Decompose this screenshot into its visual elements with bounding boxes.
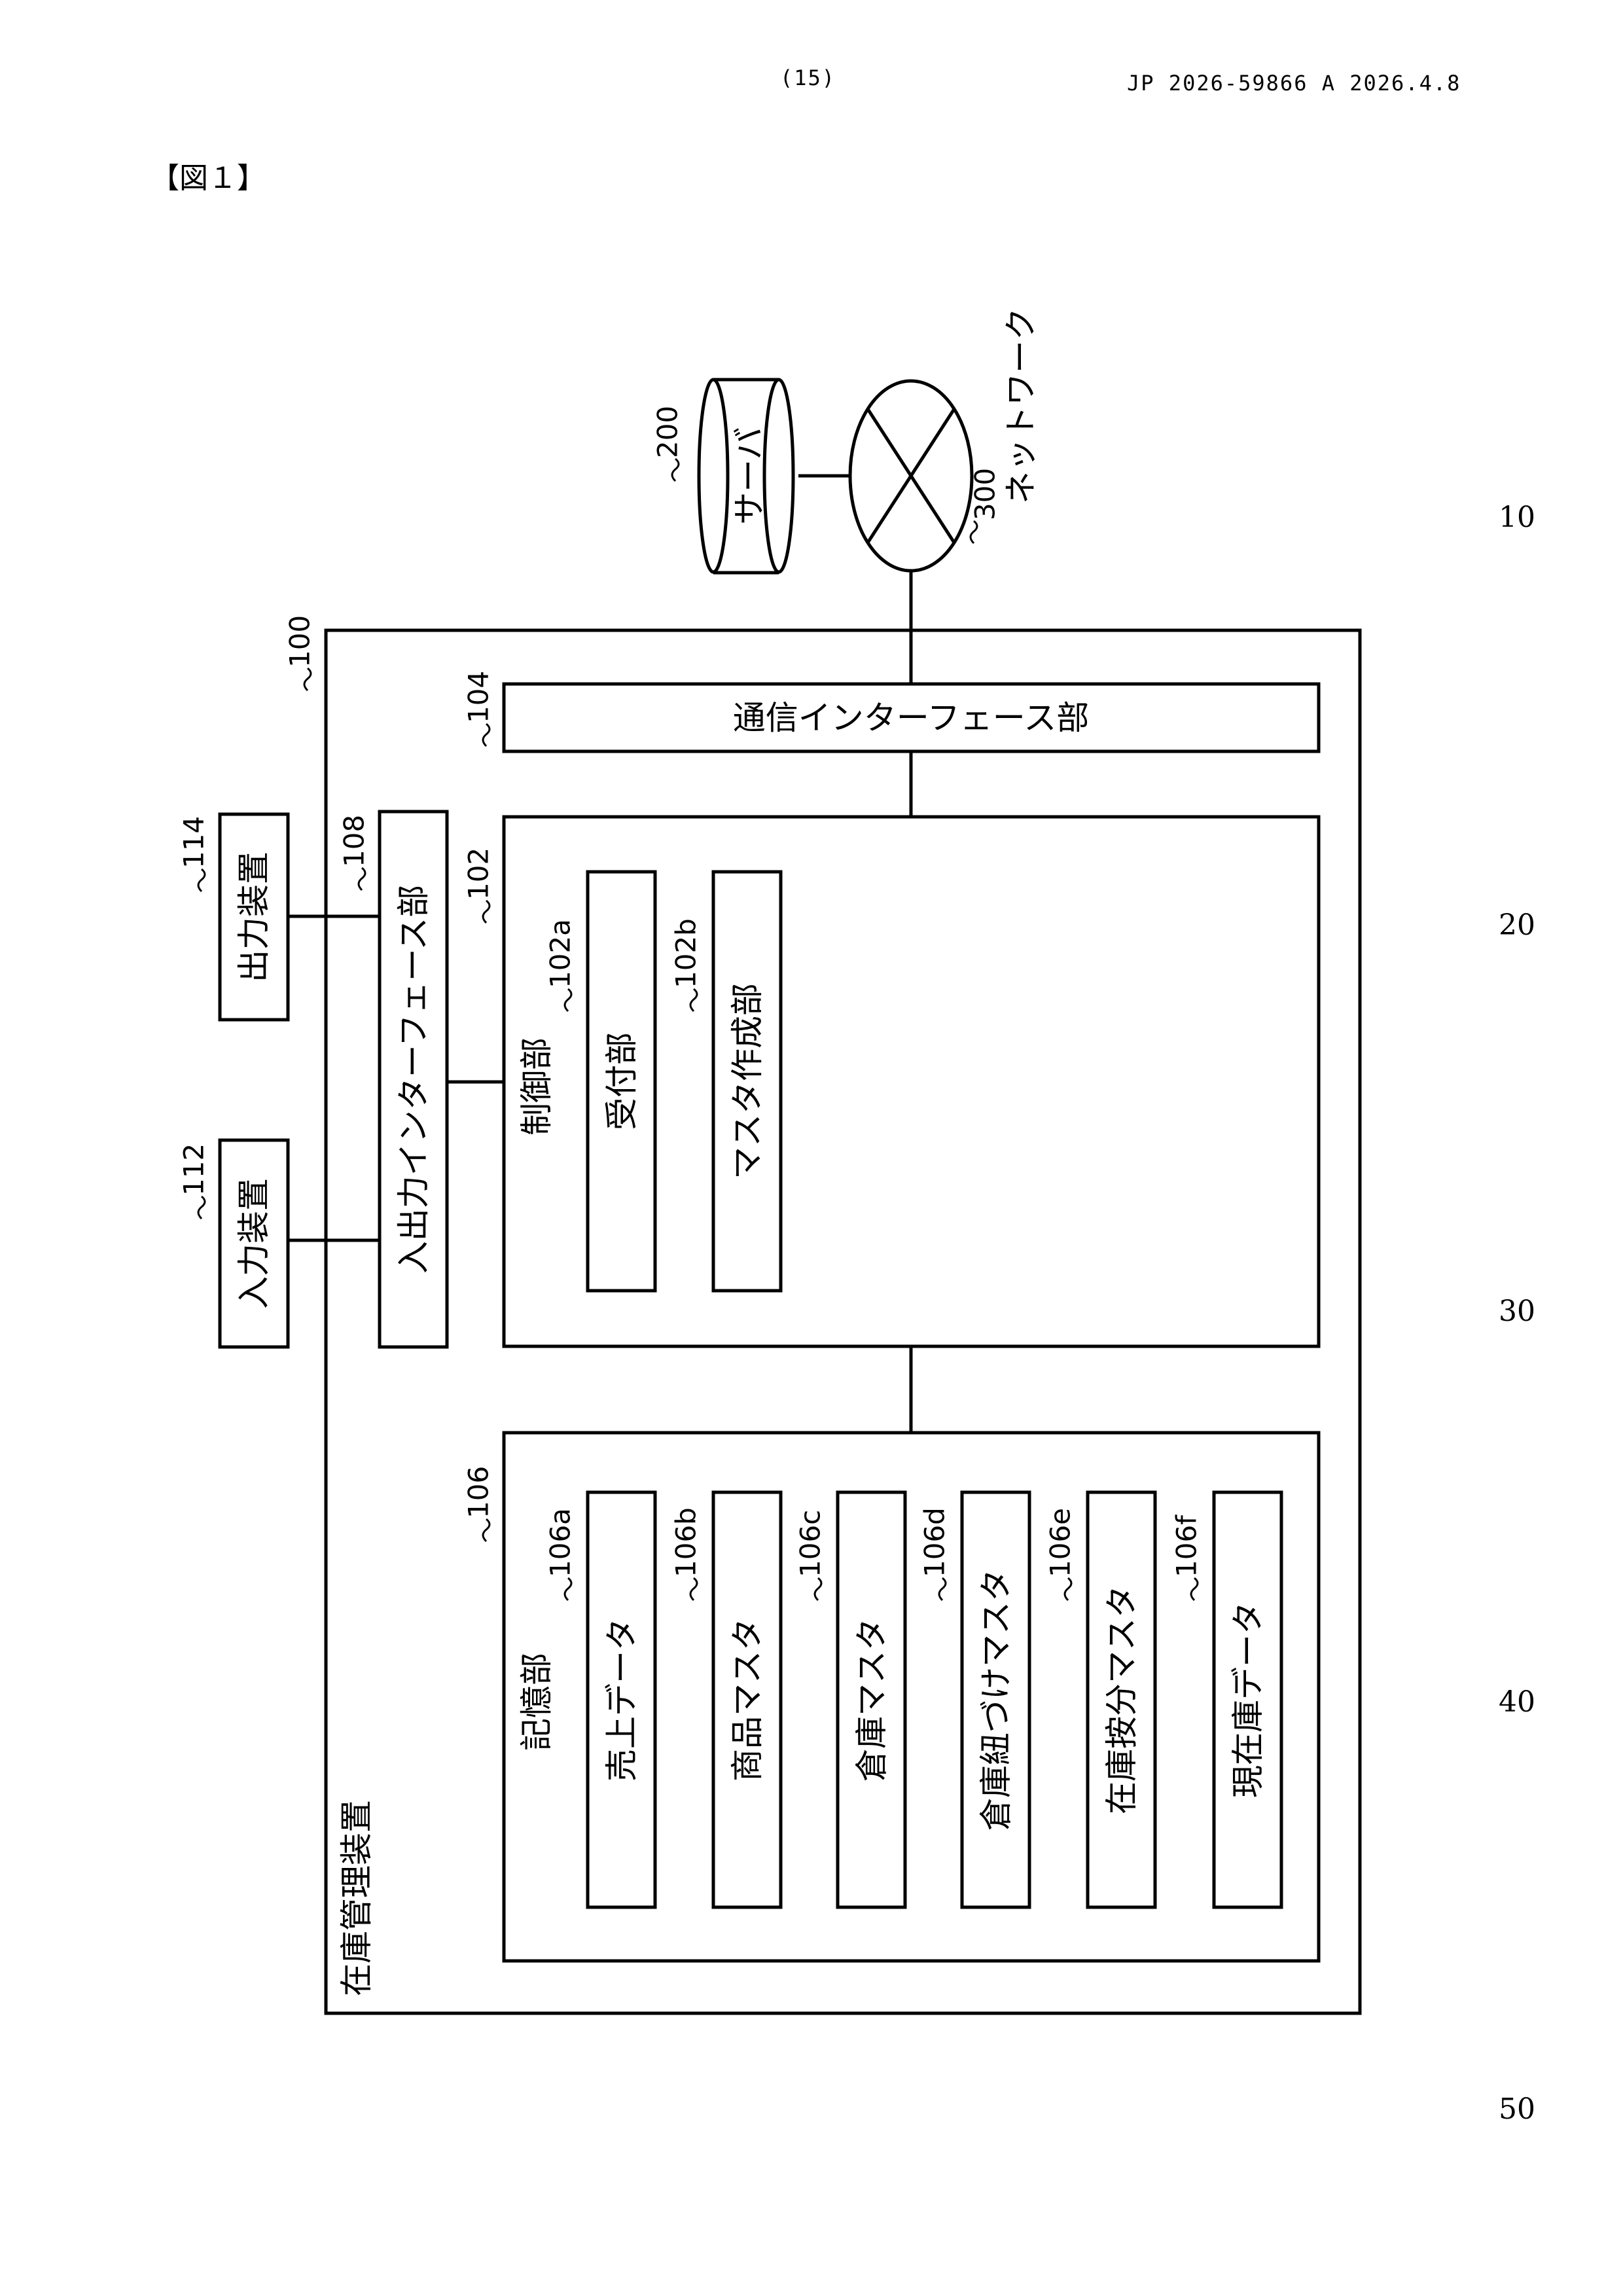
leader-102a xyxy=(565,989,571,1011)
leader-106c xyxy=(815,1578,821,1600)
sales-data-label: 売上データ xyxy=(603,1618,641,1782)
device-box xyxy=(326,630,1360,2013)
ref-112: 112 xyxy=(178,1143,210,1196)
output-device-label: 出力装置 xyxy=(235,852,273,982)
ref-108: 108 xyxy=(338,815,370,867)
reception-unit-label: 受付部 xyxy=(603,1032,641,1130)
leader-106 xyxy=(483,1519,490,1541)
ref-104: 104 xyxy=(463,671,495,723)
input-device-label: 入力装置 xyxy=(235,1178,273,1309)
ref-106: 106 xyxy=(463,1466,495,1518)
leader-106b xyxy=(690,1578,697,1600)
leader-106e xyxy=(1065,1578,1071,1600)
network-label: ネットワーク xyxy=(1002,308,1040,504)
ref-114: 114 xyxy=(178,816,210,869)
product-master-label: 商品マスタ xyxy=(728,1618,766,1782)
ref-102a: 102a xyxy=(544,919,577,988)
leader-104 xyxy=(483,724,490,746)
ref-100: 100 xyxy=(284,615,316,668)
leader-106d xyxy=(939,1578,946,1600)
ref-200: 200 xyxy=(652,406,684,458)
ref-106c: 106c xyxy=(794,1510,827,1577)
device-label: 在庫管理装置 xyxy=(338,1800,376,1996)
comm-if-label: 通信インターフェース部 xyxy=(733,699,1090,737)
ref-102b: 102b xyxy=(670,918,702,988)
ref-106a: 106a xyxy=(544,1508,577,1577)
allocation-master-label: 在庫按分マスタ xyxy=(1103,1585,1141,1814)
leader-112 xyxy=(198,1196,205,1219)
leader-114 xyxy=(198,869,205,891)
ref-106f: 106f xyxy=(1171,1515,1203,1577)
master-creation-unit-label: マスタ作成部 xyxy=(728,983,766,1179)
ref-102: 102 xyxy=(463,848,495,900)
server-label: サーバ xyxy=(730,427,768,525)
warehouse-link-master-label: 倉庫紐づけマスタ xyxy=(977,1569,1015,1831)
warehouse-master-label: 倉庫マスタ xyxy=(853,1618,891,1782)
leader-200 xyxy=(672,459,679,481)
storage-label: 記憶部 xyxy=(518,1653,556,1751)
ref-106d: 106d xyxy=(919,1507,951,1577)
control-label: 制御部 xyxy=(518,1037,556,1136)
leader-106f xyxy=(1191,1578,1198,1600)
ref-300: 300 xyxy=(969,468,1001,520)
leader-106a xyxy=(565,1578,571,1600)
leader-108 xyxy=(359,868,365,890)
ref-106e: 106e xyxy=(1044,1508,1077,1577)
leader-300 xyxy=(971,521,977,543)
leader-102b xyxy=(690,989,697,1011)
leader-100 xyxy=(304,668,311,691)
io-if-label: 入出力インターフェース部 xyxy=(395,885,433,1274)
current-stock-label: 現在庫データ xyxy=(1229,1602,1267,1798)
leader-102 xyxy=(483,901,490,923)
ref-106b: 106b xyxy=(670,1507,702,1577)
network-symbol xyxy=(850,381,972,571)
